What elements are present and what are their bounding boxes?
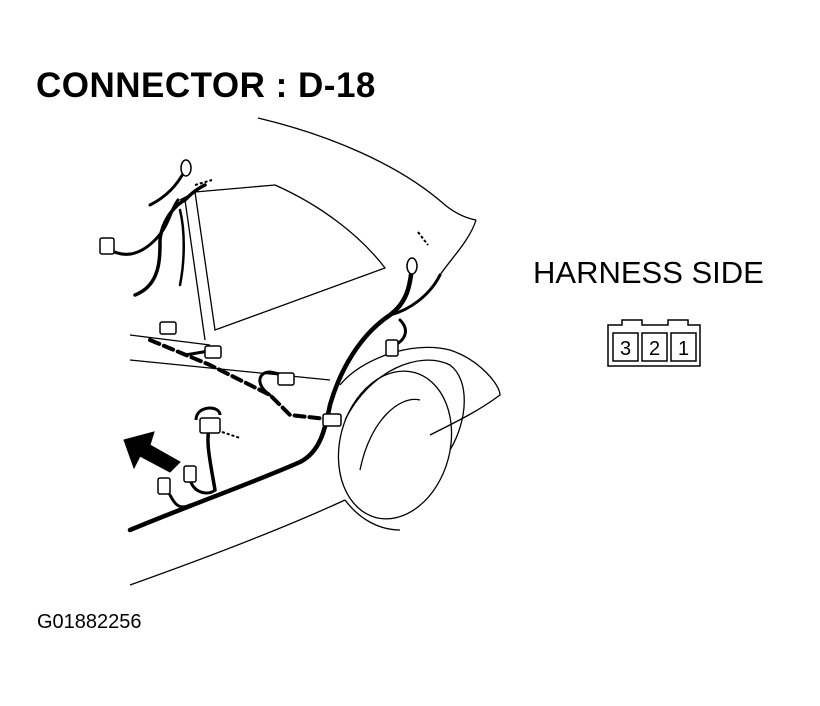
pin-cell-2	[641, 332, 668, 362]
connector-belt-upper	[204, 345, 222, 359]
ground-terminal-upper	[180, 159, 192, 177]
figure-id: G01882256	[37, 611, 142, 633]
connector-pillar-left	[99, 237, 115, 255]
car-body-outline	[129, 117, 501, 586]
connector-rear	[322, 413, 342, 427]
connector-belt	[277, 372, 295, 386]
pin-label-2: 2	[649, 338, 660, 360]
dashed-ends	[194, 179, 429, 439]
pin-label-3: 3	[620, 338, 631, 360]
connector-face-outline	[607, 319, 701, 367]
pointer-arrow	[123, 431, 181, 473]
connector-face	[607, 319, 701, 367]
connector-center	[199, 417, 221, 434]
connector-title: CONNECTOR : D-18	[36, 66, 376, 105]
wire-harness	[108, 168, 442, 533]
ground-terminal-rear	[406, 257, 418, 275]
connector-d18	[183, 465, 197, 483]
connector-quarter	[385, 339, 399, 357]
pin-label-1: 1	[678, 338, 689, 360]
pin-cell-1	[670, 332, 697, 362]
connector-lower-left	[157, 477, 171, 495]
pin-cell-3	[612, 332, 639, 362]
connector-pillar-lower	[159, 321, 177, 335]
harness-connectors	[99, 159, 418, 495]
harness-side-label: HARNESS SIDE	[533, 255, 764, 290]
